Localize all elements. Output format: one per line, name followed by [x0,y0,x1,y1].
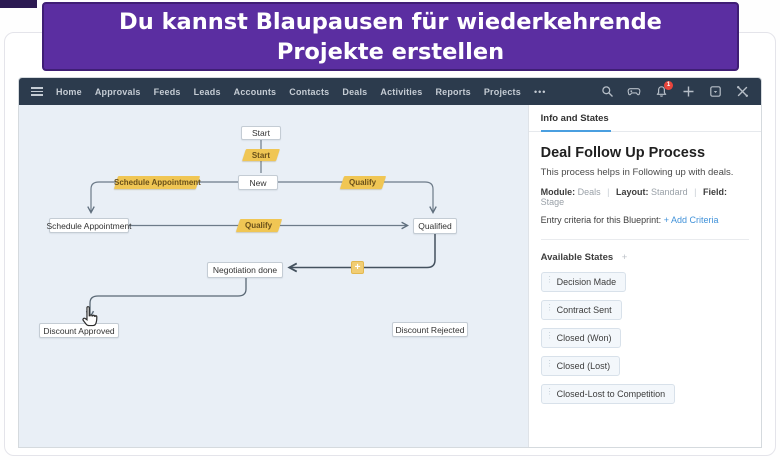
nav-item-activities[interactable]: Activities [380,86,423,97]
state-chip-contract-sent[interactable]: ⋮ Contract Sent [540,300,622,320]
process-info-section: Deal Follow Up Process This process help… [529,132,761,240]
add-transition-icon[interactable]: + [351,261,364,274]
nav-item-projects[interactable]: Projects [483,86,521,97]
flow-node-schedule-appointment[interactable]: Schedule Appointment [46,218,132,233]
nav-item-home[interactable]: Home [56,86,82,97]
flow-transition-qualify-from-new[interactable]: Qualify [339,176,387,189]
process-title: Deal Follow Up Process [540,145,706,161]
flow-node-new[interactable]: New [238,175,278,190]
drag-handle-icon: ⋮ [545,359,554,368]
state-chip-closed-lost-to-competition[interactable]: ⋮ Closed-Lost to Competition [540,384,676,404]
flow-transition-start[interactable]: Start [242,149,280,161]
available-states-section: Available States + ⋮ Decision Made ⋮ Con… [529,240,761,404]
nav-more-icon[interactable]: ••• [533,86,547,97]
entry-criteria-row: Entry criteria for this Blueprint: + Add… [540,215,719,225]
nav-item-deals[interactable]: Deals [342,86,368,97]
info-sidebar: Info and States Deal Follow Up Process T… [527,105,761,447]
blueprint-canvas: Start Start New Schedule Appointment Qua… [19,105,528,447]
crm-window: Home Approvals Feeds Leads Accounts Cont… [18,77,762,448]
flow-node-negotiation-done[interactable]: Negotiation done [207,262,283,278]
nav-item-accounts[interactable]: Accounts [233,86,277,97]
drag-handle-icon: ⋮ [545,303,554,312]
menu-icon[interactable] [31,87,43,96]
search-icon[interactable] [600,85,614,99]
nav-item-contacts[interactable]: Contacts [289,86,330,97]
state-chip-closed-won[interactable]: ⋮ Closed (Won) [540,328,622,348]
flow-node-start[interactable]: Start [241,126,281,140]
flow-transition-qualify-from-schedule[interactable]: Qualify [235,219,283,232]
flow-node-qualified[interactable]: Qualified [413,218,457,234]
backdrop-strip [0,0,37,8]
flow-transition-schedule-appointment[interactable]: Schedule Appointment [113,176,201,189]
nav-item-reports[interactable]: Reports [435,86,471,97]
tab-info-and-states[interactable]: Info and States [540,113,611,132]
notification-badge: 1 [664,80,673,90]
setup-tools-icon[interactable] [735,85,749,99]
gamepad-icon[interactable] [627,85,641,99]
flow-node-discount-approved[interactable]: Discount Approved [39,323,119,338]
add-criteria-link[interactable]: + Add Criteria [663,215,719,225]
state-chip-closed-lost[interactable]: ⋮ Closed (Lost) [540,356,621,376]
add-state-icon[interactable]: + [621,252,628,263]
title-banner: Du kannst Blaupausen für wiederkehrende … [42,2,739,71]
navbar-icon-group: 1 [600,80,749,99]
process-meta: Module: Deals | Layout: Standard | Field… [540,187,727,207]
process-description: This process helps in Following up with … [540,167,734,178]
nav-item-approvals[interactable]: Approvals [94,86,141,97]
top-navbar: Home Approvals Feeds Leads Accounts Cont… [19,78,761,105]
sidebar-divider [540,239,749,240]
app-launcher-icon[interactable] [708,85,722,99]
flow-node-discount-rejected[interactable]: Discount Rejected [392,322,468,337]
nav-item-feeds[interactable]: Feeds [153,86,181,97]
sidebar-tab-row: Info and States [528,105,761,132]
banner-text: Du kannst Blaupausen für wiederkehrende … [119,8,662,65]
available-states-header: Available States + [540,252,628,263]
drag-handle-icon: ⋮ [545,387,554,396]
nav-item-leads[interactable]: Leads [193,86,221,97]
bell-icon[interactable]: 1 [654,80,673,99]
drag-handle-icon: ⋮ [545,275,554,284]
hand-cursor-icon [82,306,98,327]
plus-icon[interactable] [681,85,695,99]
state-chip-decision-made[interactable]: ⋮ Decision Made [540,272,627,292]
drag-handle-icon: ⋮ [545,331,554,340]
